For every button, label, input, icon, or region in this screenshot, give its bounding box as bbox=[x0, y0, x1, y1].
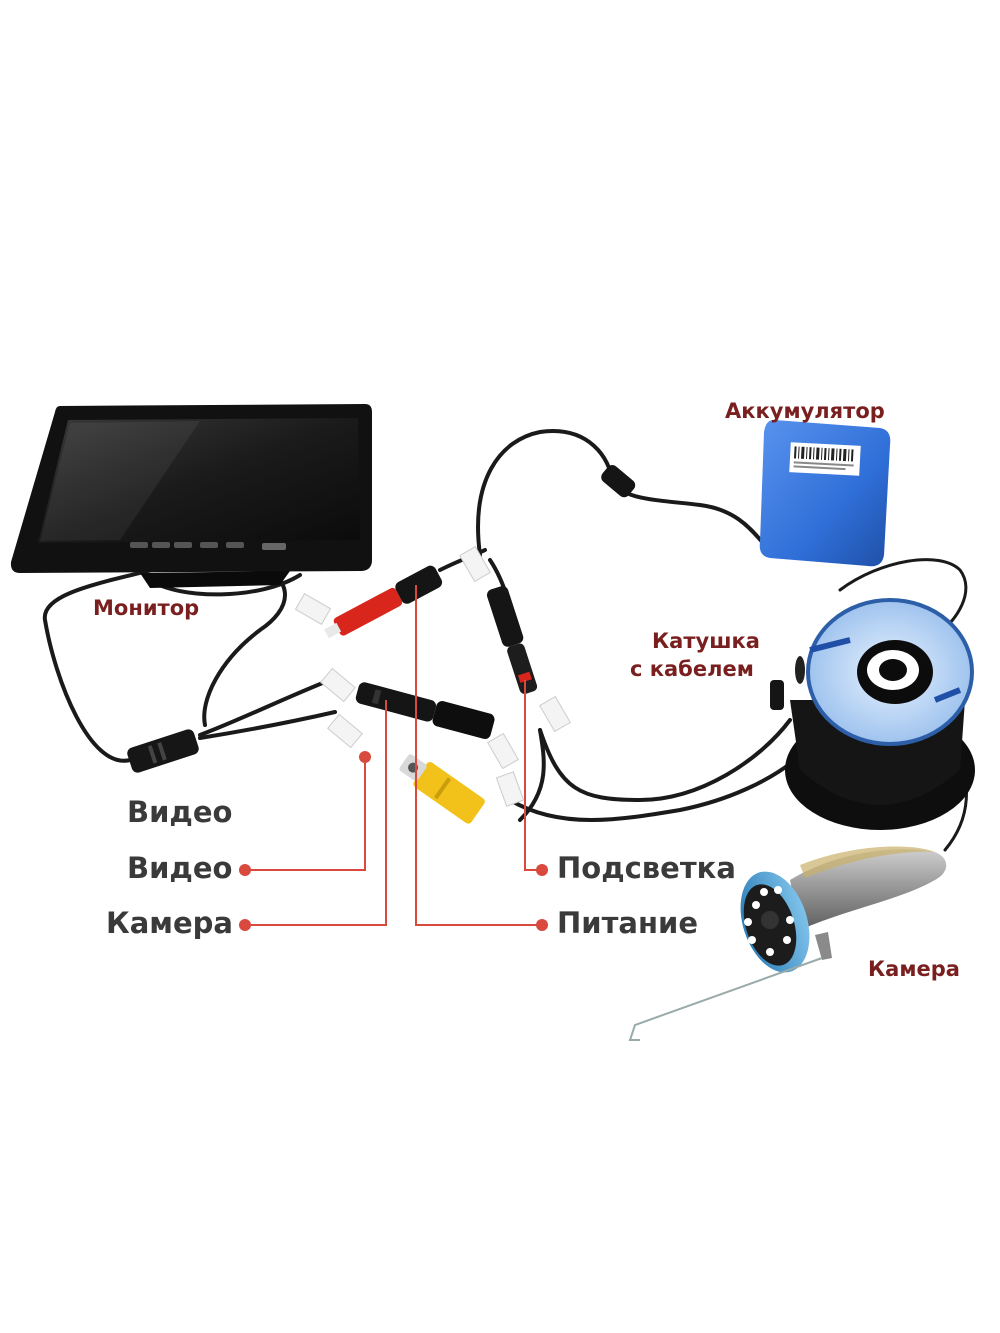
yellow-rca-plug bbox=[399, 754, 485, 824]
label-reel: Катушка с кабелем bbox=[630, 627, 760, 684]
reel-plug bbox=[770, 680, 784, 710]
callout-dots bbox=[239, 751, 548, 931]
callout-dot-camera bbox=[239, 919, 251, 931]
cable-reel bbox=[785, 598, 975, 830]
callout-dot-video-origin bbox=[359, 751, 371, 763]
label-backlight: Подсветка bbox=[557, 851, 736, 885]
monitor bbox=[10, 404, 373, 588]
label-battery: Аккумулятор bbox=[725, 399, 885, 423]
backlight-plug bbox=[486, 586, 538, 694]
underwater-camera bbox=[628, 846, 947, 1041]
label-reel-line2: с кабелем bbox=[630, 657, 754, 682]
label-camera-left: Камера bbox=[106, 906, 233, 940]
monitor-connector bbox=[127, 729, 199, 773]
callout-dot-power bbox=[536, 919, 548, 931]
callout-dot-backlight bbox=[536, 864, 548, 876]
label-monitor: Монитор bbox=[93, 596, 200, 620]
cable-tags bbox=[294, 545, 571, 807]
label-camera-right: Камера bbox=[868, 957, 960, 981]
battery-barcode bbox=[793, 446, 854, 471]
battery-plug bbox=[601, 465, 636, 498]
red-rca-plug bbox=[324, 565, 443, 639]
battery bbox=[759, 419, 891, 567]
callout-lines bbox=[245, 585, 542, 926]
black-video-plug bbox=[355, 682, 495, 739]
label-reel-line1: Катушка bbox=[652, 629, 760, 653]
label-power: Питание bbox=[557, 906, 698, 940]
callout-dot-video bbox=[239, 864, 251, 876]
label-video: Видео bbox=[127, 851, 233, 885]
label-video-top: Видео bbox=[127, 795, 233, 829]
